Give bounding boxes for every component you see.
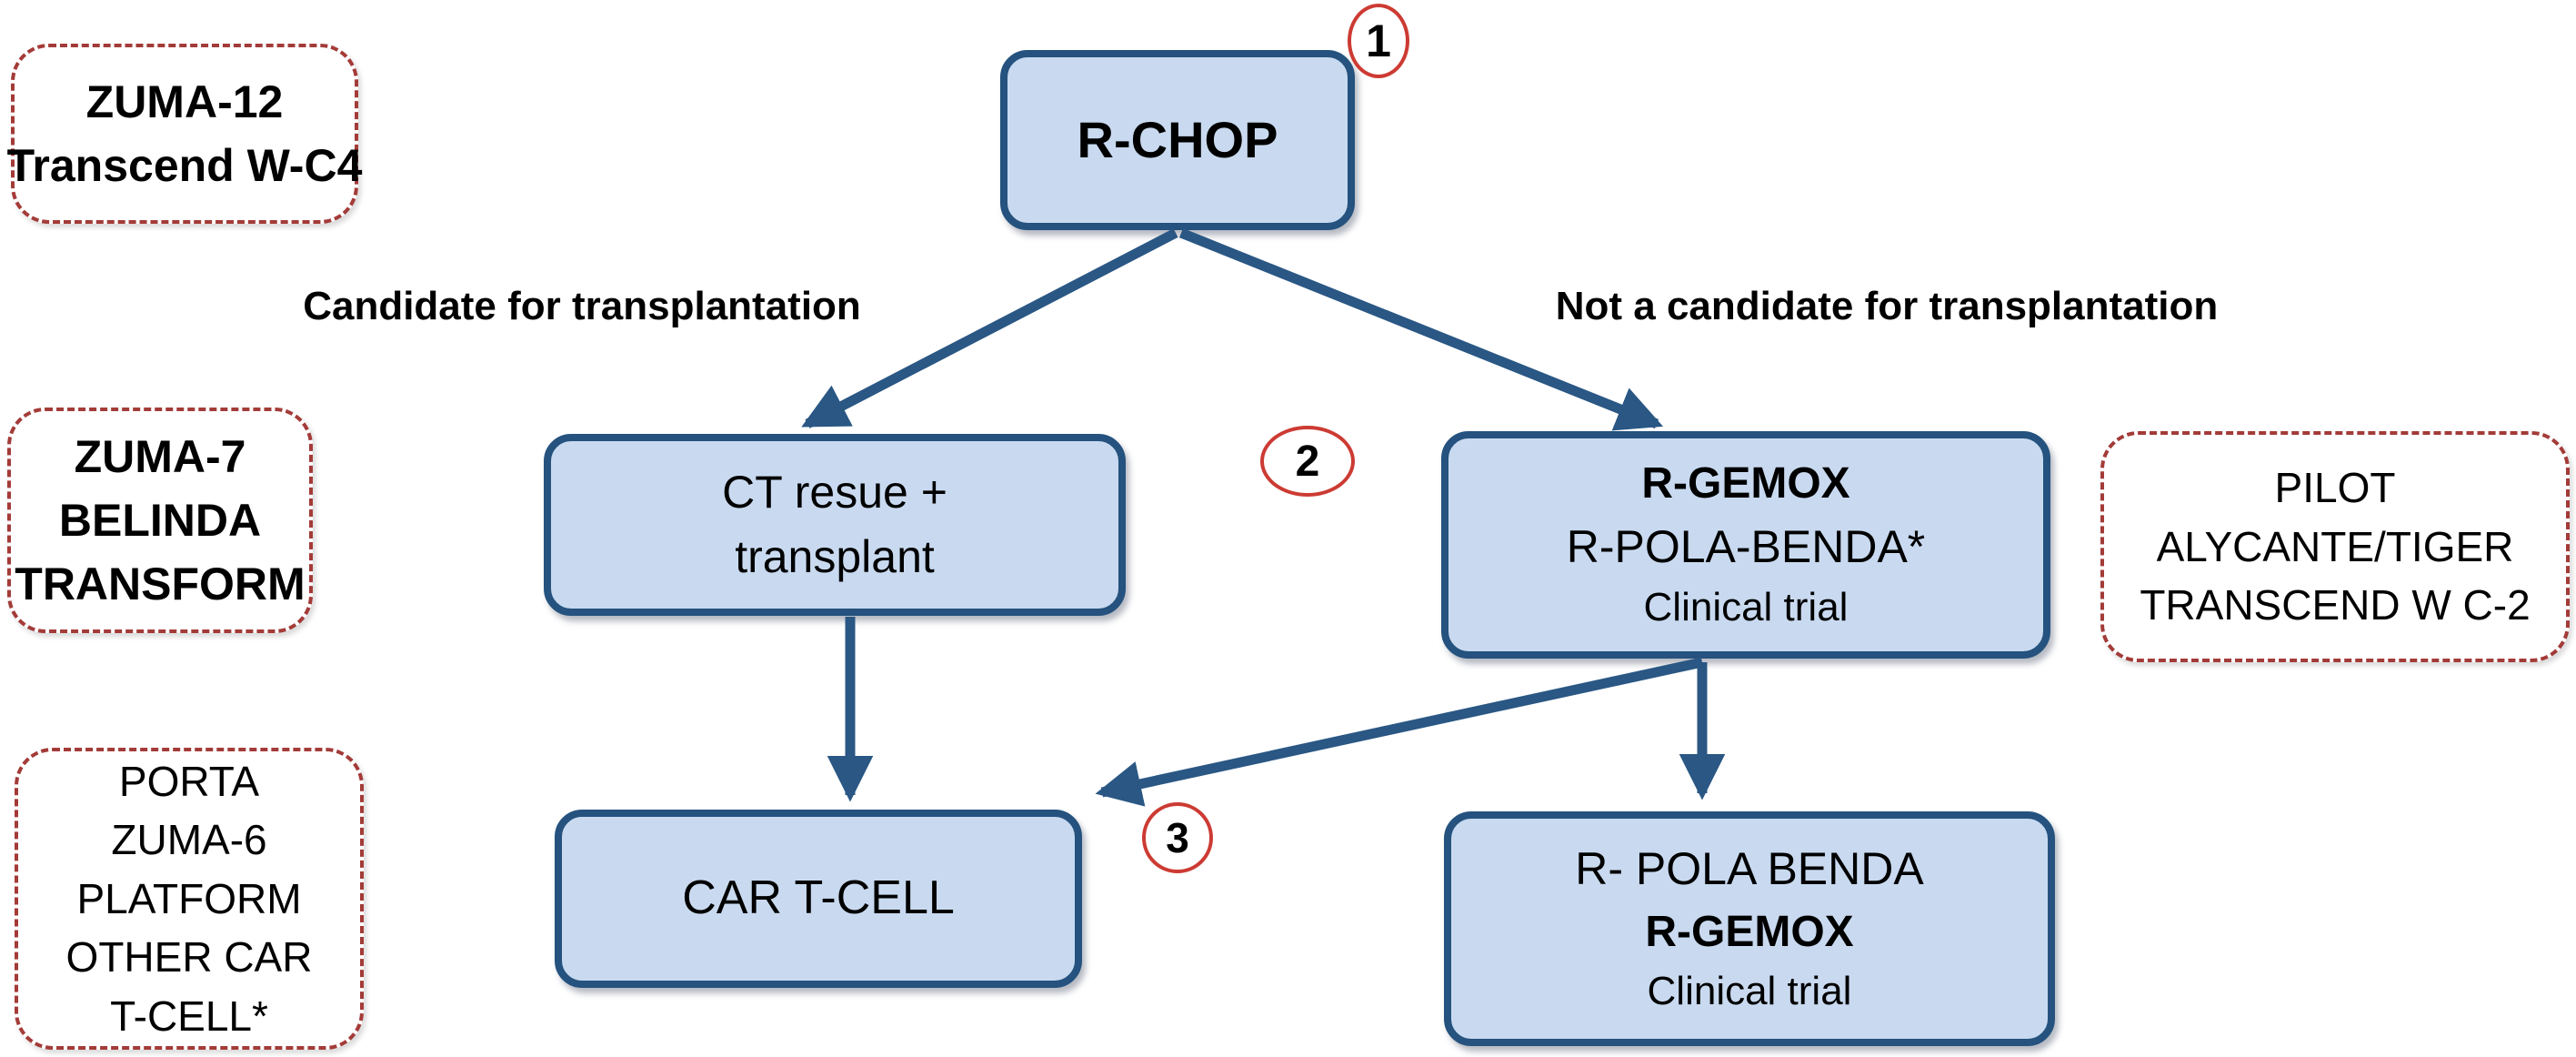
treatment-box-second-line-no-transplant: R-GEMOX R-POLA-BENDA* Clinical trial <box>1441 431 2050 659</box>
treatment-name: CAR T-CELL <box>682 871 955 925</box>
treatment-box-third-line-no-transplant: R- POLA BENDA R-GEMOX Clinical trial <box>1444 811 2055 1046</box>
trial-box-first-line: ZUMA-12 Transcend W-C4 <box>7 44 362 224</box>
step-badge-1: 1 <box>1348 4 1409 78</box>
trial-name: ZUMA-7 <box>74 431 246 482</box>
trial-name: T-CELL* <box>110 992 268 1040</box>
treatment-name: R-GEMOX <box>1641 459 1850 508</box>
treatment-name: transplant <box>735 531 935 582</box>
trial-name: ZUMA-6 <box>111 816 267 864</box>
trial-name: OTHER CAR <box>65 933 313 982</box>
step-badge-2: 2 <box>1260 426 1355 497</box>
step-badge-3: 3 <box>1142 802 1213 873</box>
treatment-name: R-CHOP <box>1077 111 1278 169</box>
trial-name: ZUMA-12 <box>85 76 284 127</box>
trial-name: BELINDA <box>58 495 262 546</box>
arrow-rgemox-to-car-t-cell <box>1095 657 1704 807</box>
treatment-name: CT resue + <box>722 467 947 518</box>
trial-name: TRANSFORM <box>15 559 306 609</box>
branch-label-transplant-candidate: Candidate for transplantation <box>303 284 861 328</box>
treatment-name: Clinical trial <box>1647 969 1852 1014</box>
trial-name: PLATFORM <box>76 874 302 922</box>
treatment-name: R- POLA BENDA <box>1575 843 1924 895</box>
treatment-box-car-t-cell: CAR T-CELL <box>555 810 1082 988</box>
trial-name: Transcend W-C4 <box>6 140 363 191</box>
trial-box-third-line: PORTA ZUMA-6 PLATFORM OTHER CAR T-CELL* <box>15 748 364 1050</box>
treatment-name: R-GEMOX <box>1645 908 1854 957</box>
trial-box-transplant: ZUMA-7 BELINDA TRANSFORM <box>7 408 313 633</box>
treatment-box-rchop: R-CHOP <box>1000 50 1355 230</box>
trial-name: ALYCANTE/TIGER <box>2156 522 2514 570</box>
treatment-name: Clinical trial <box>1643 585 1849 630</box>
branch-label-not-transplant-candidate: Not a candidate for transplantation <box>1555 284 2219 328</box>
trial-name: PILOT <box>2274 464 2396 512</box>
trial-name: PORTA <box>118 758 260 806</box>
treatment-name: R-POLA-BENDA* <box>1566 521 1926 573</box>
trial-name: TRANSCEND W C-2 <box>2140 581 2531 629</box>
trial-box-no-transplant: PILOT ALYCANTE/TIGER TRANSCEND W C-2 <box>2100 431 2570 662</box>
treatment-box-ct-rescue: CT resue + transplant <box>544 434 1126 616</box>
